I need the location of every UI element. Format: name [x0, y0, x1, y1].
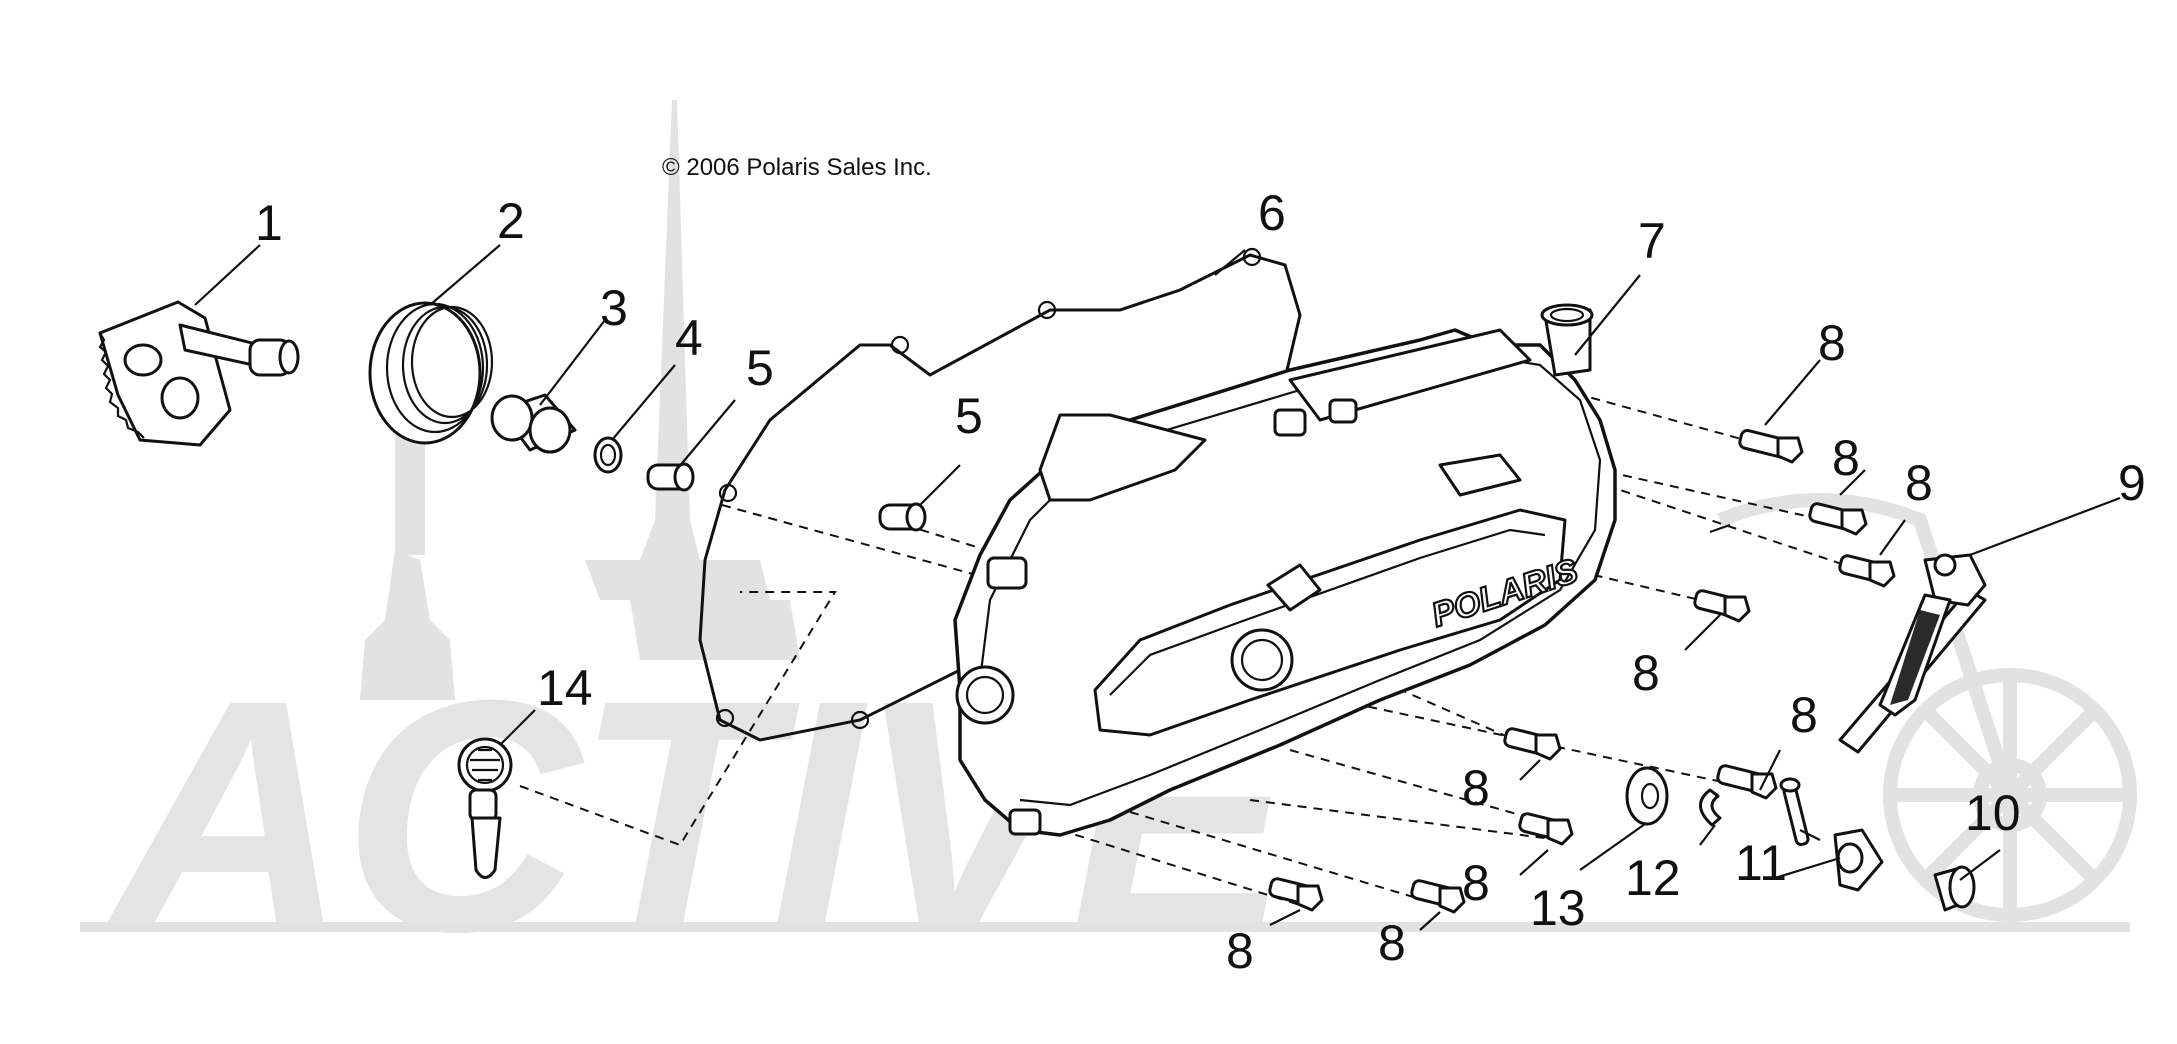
callout-11: 11 [1735, 835, 1787, 891]
leader-lines [194, 244, 2121, 931]
callout-8d: 8 [1632, 645, 1660, 701]
callout-1: 1 [255, 195, 283, 251]
bolt-8c [1838, 554, 1896, 588]
bolt-8i [1410, 879, 1466, 914]
callout-2: 2 [497, 193, 525, 249]
part-7-belt-cover: POLARIS [953, 303, 1617, 837]
part-5-dowel-pin-a [646, 462, 695, 492]
callout-8b: 8 [1832, 430, 1860, 486]
part-11-pin [1779, 777, 1810, 846]
callout-10: 10 [1965, 785, 2021, 841]
callout-4: 4 [675, 310, 703, 366]
part-10-plug [1933, 865, 1976, 912]
watermark-bike-frame [1717, 493, 2017, 798]
callout-6: 6 [1258, 185, 1286, 241]
watermark-tower [360, 550, 455, 700]
callout-8e: 8 [1790, 687, 1818, 743]
part-2-spring-ring [368, 301, 494, 445]
callout-8f: 8 [1462, 760, 1490, 816]
part-3-bushing [490, 393, 577, 454]
part-13-washer [1625, 766, 1669, 826]
callout-14: 14 [537, 660, 593, 716]
callout-3: 3 [600, 280, 628, 336]
part-6-gasket [698, 247, 1302, 742]
part-5-dowel-pin-b [878, 502, 927, 532]
callout-8c: 8 [1905, 455, 1933, 511]
bolt-8f [1716, 764, 1778, 800]
callout-9: 9 [2118, 455, 2146, 511]
bolt-8d [1693, 589, 1751, 623]
part-14-gear [457, 737, 513, 879]
callout-8g: 8 [1462, 855, 1490, 911]
bolt-8g [1518, 812, 1574, 846]
part-1-kick-gear [98, 300, 300, 447]
callout-5b: 5 [955, 388, 983, 444]
callout-13: 13 [1530, 880, 1586, 936]
callout-8h: 8 [1226, 923, 1254, 979]
callout-5a: 5 [746, 340, 774, 396]
callout-8i: 8 [1378, 915, 1406, 971]
part-4-washer [593, 436, 623, 474]
bolt-8h [1268, 877, 1324, 912]
bolt-8e [1503, 727, 1562, 761]
callout-7: 7 [1638, 213, 1666, 269]
callout-labels: 1 2 3 4 5 5 6 7 8 8 8 8 8 8 8 8 8 8 9 10… [255, 185, 2146, 979]
watermark-baseline [80, 922, 2130, 932]
watermark-spire [585, 100, 800, 660]
callout-12: 12 [1625, 850, 1681, 906]
part-9-kick-lever [1833, 553, 1987, 892]
bolt-8b [1808, 502, 1868, 536]
copyright-text: © 2006 Polaris Sales Inc. [662, 154, 932, 181]
bolt-8a [1738, 428, 1804, 464]
part-12-clip [1699, 788, 1722, 827]
watermark: ACTIVE [80, 100, 2137, 1000]
callout-8a: 8 [1818, 315, 1846, 371]
